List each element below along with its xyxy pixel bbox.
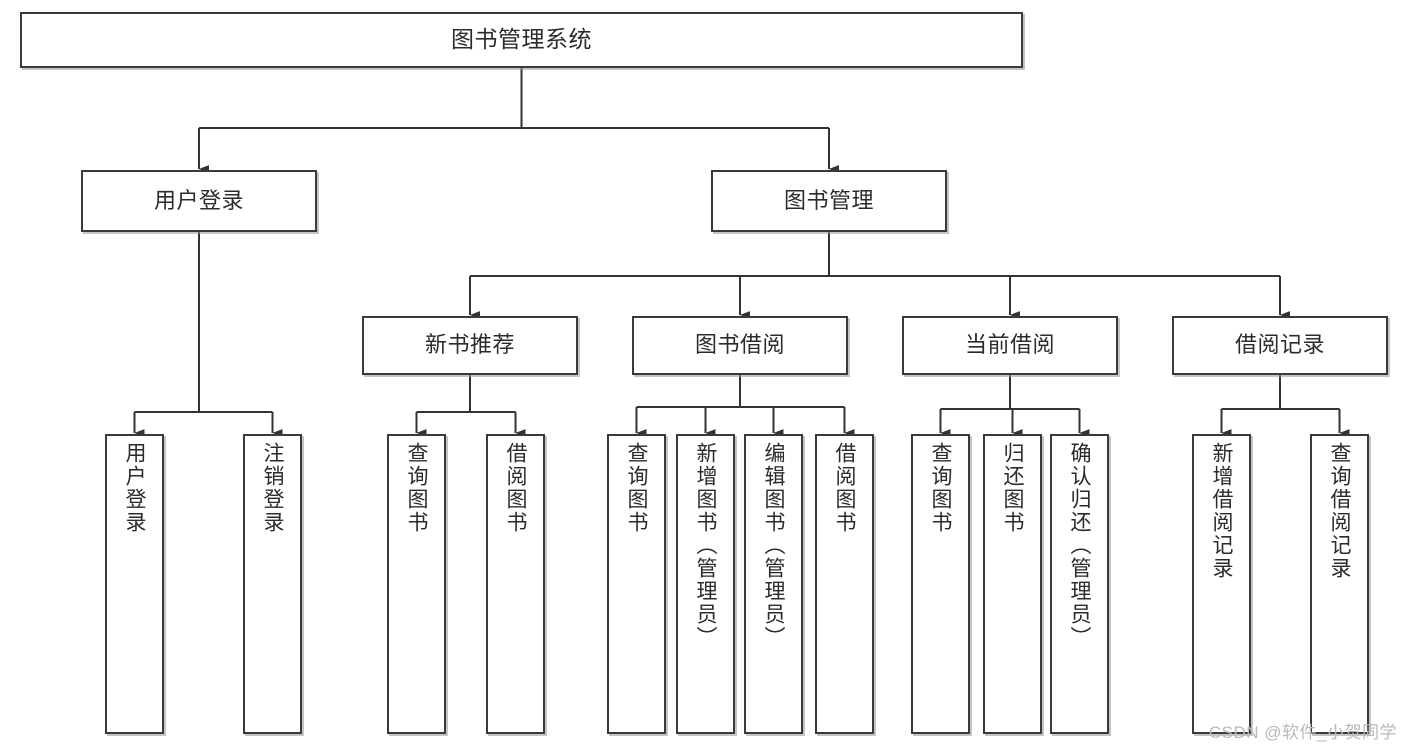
node-label-book-borrow: 图书借阅 bbox=[694, 332, 785, 358]
node-label-current-borrow: 当前借阅 bbox=[964, 332, 1055, 358]
edges-group bbox=[133, 68, 1350, 437]
node-label-leaf-borrow-book: 借阅图书 bbox=[833, 442, 856, 534]
node-leaf-add-book[interactable]: 新增图书（管理员） bbox=[676, 434, 735, 734]
node-label-leaf-edit-book: 编辑图书（管理员） bbox=[762, 442, 785, 649]
node-label-leaf-logout: 注销登录 bbox=[261, 442, 284, 534]
node-new-book-recommend[interactable]: 新书推荐 bbox=[362, 316, 578, 375]
node-leaf-user-login[interactable]: 用户登录 bbox=[105, 434, 164, 734]
node-label-leaf-query-record: 查询借阅记录 bbox=[1328, 442, 1351, 580]
node-borrow-record[interactable]: 借阅记录 bbox=[1172, 316, 1388, 375]
node-leaf-logout[interactable]: 注销登录 bbox=[243, 434, 302, 734]
node-label-root: 图书管理系统 bbox=[451, 26, 592, 53]
node-label-borrow-record: 借阅记录 bbox=[1234, 332, 1325, 358]
node-label-book-manage: 图书管理 bbox=[783, 187, 874, 213]
node-leaf-query-book-borrow[interactable]: 查询图书 bbox=[607, 434, 666, 734]
node-label-user-login: 用户登录 bbox=[153, 187, 244, 213]
node-label-leaf-confirm-return: 确认归还（管理员） bbox=[1068, 442, 1091, 649]
node-leaf-confirm-return[interactable]: 确认归还（管理员） bbox=[1050, 434, 1109, 734]
csdn-watermark: CSDN @软件_小贺同学 bbox=[1208, 723, 1397, 742]
node-label-leaf-return-book: 归还图书 bbox=[1001, 442, 1024, 534]
node-leaf-borrow-book[interactable]: 借阅图书 bbox=[815, 434, 874, 734]
node-label-new-book-recommend: 新书推荐 bbox=[424, 332, 515, 358]
node-label-leaf-query-book-borrow: 查询图书 bbox=[625, 442, 648, 534]
node-root[interactable]: 图书管理系统 bbox=[20, 12, 1023, 68]
node-label-leaf-user-login: 用户登录 bbox=[123, 442, 146, 534]
node-label-leaf-borrow-book-rec: 借阅图书 bbox=[504, 442, 527, 534]
node-leaf-borrow-book-rec[interactable]: 借阅图书 bbox=[486, 434, 545, 734]
node-label-leaf-add-record: 新增借阅记录 bbox=[1210, 442, 1233, 580]
node-leaf-query-record[interactable]: 查询借阅记录 bbox=[1310, 434, 1369, 734]
node-leaf-add-record[interactable]: 新增借阅记录 bbox=[1192, 434, 1251, 734]
node-label-leaf-add-book: 新增图书（管理员） bbox=[694, 442, 717, 649]
node-label-leaf-query-book-rec: 查询图书 bbox=[405, 442, 428, 534]
node-leaf-edit-book[interactable]: 编辑图书（管理员） bbox=[744, 434, 803, 734]
node-leaf-query-book-current[interactable]: 查询图书 bbox=[911, 434, 970, 734]
node-leaf-return-book[interactable]: 归还图书 bbox=[983, 434, 1042, 734]
node-book-borrow[interactable]: 图书借阅 bbox=[632, 316, 848, 375]
node-label-leaf-query-book-current: 查询图书 bbox=[929, 442, 952, 534]
node-book-manage[interactable]: 图书管理 bbox=[711, 170, 947, 232]
node-user-login[interactable]: 用户登录 bbox=[81, 170, 317, 232]
node-leaf-query-book-rec[interactable]: 查询图书 bbox=[387, 434, 446, 734]
node-current-borrow[interactable]: 当前借阅 bbox=[902, 316, 1118, 375]
